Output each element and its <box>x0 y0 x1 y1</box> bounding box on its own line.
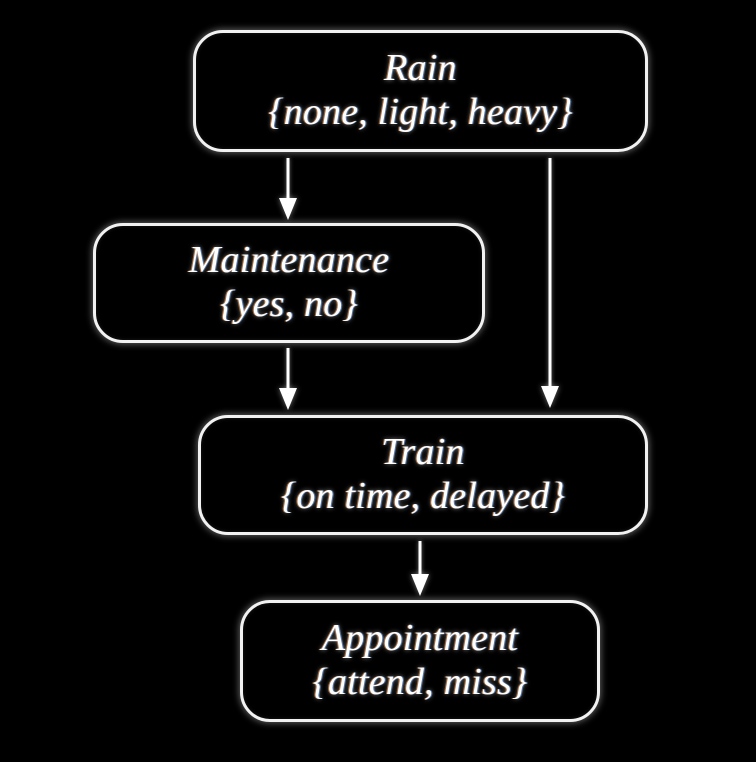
arrow-shaft <box>286 348 290 390</box>
node-train-label: Train <box>381 431 465 474</box>
node-appointment-states: {attend, miss} <box>312 661 528 703</box>
node-rain-label: Rain <box>384 47 457 90</box>
node-rain[interactable]: Rain {none, light, heavy} <box>193 30 648 152</box>
arrow-shaft <box>418 541 422 576</box>
node-maintenance-label: Maintenance <box>188 239 390 282</box>
node-train[interactable]: Train {on time, delayed} <box>198 415 648 535</box>
node-appointment[interactable]: Appointment {attend, miss} <box>240 600 600 722</box>
arrow-shaft <box>548 158 552 388</box>
arrow-rain-to-maintenance <box>278 158 298 220</box>
arrow-train-to-appointment <box>410 541 430 596</box>
node-maintenance-states: {yes, no} <box>220 283 358 325</box>
node-appointment-label: Appointment <box>321 617 519 660</box>
arrowhead-icon <box>279 388 297 410</box>
arrowhead-icon <box>279 198 297 220</box>
node-rain-states: {none, light, heavy} <box>268 91 573 133</box>
node-maintenance[interactable]: Maintenance {yes, no} <box>93 223 485 343</box>
arrowhead-icon <box>411 574 429 596</box>
arrow-shaft <box>286 158 290 200</box>
arrow-maintenance-to-train <box>278 348 298 410</box>
arrowhead-icon <box>541 386 559 408</box>
node-train-states: {on time, delayed} <box>280 475 566 517</box>
arrow-rain-to-train <box>540 158 560 408</box>
